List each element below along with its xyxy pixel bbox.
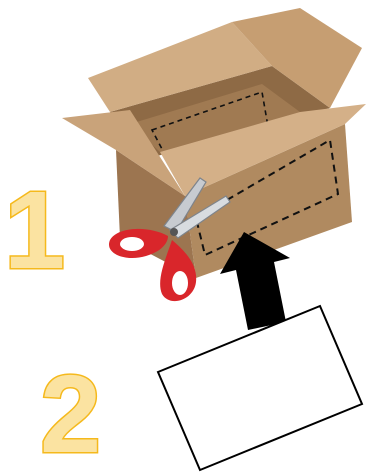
step-number-2: 2 [40,353,101,475]
step-number-1: 1 [4,169,65,292]
scissors-pivot [170,228,178,236]
cardboard-box-icon [62,8,366,278]
cut-panel-icon [158,306,362,470]
